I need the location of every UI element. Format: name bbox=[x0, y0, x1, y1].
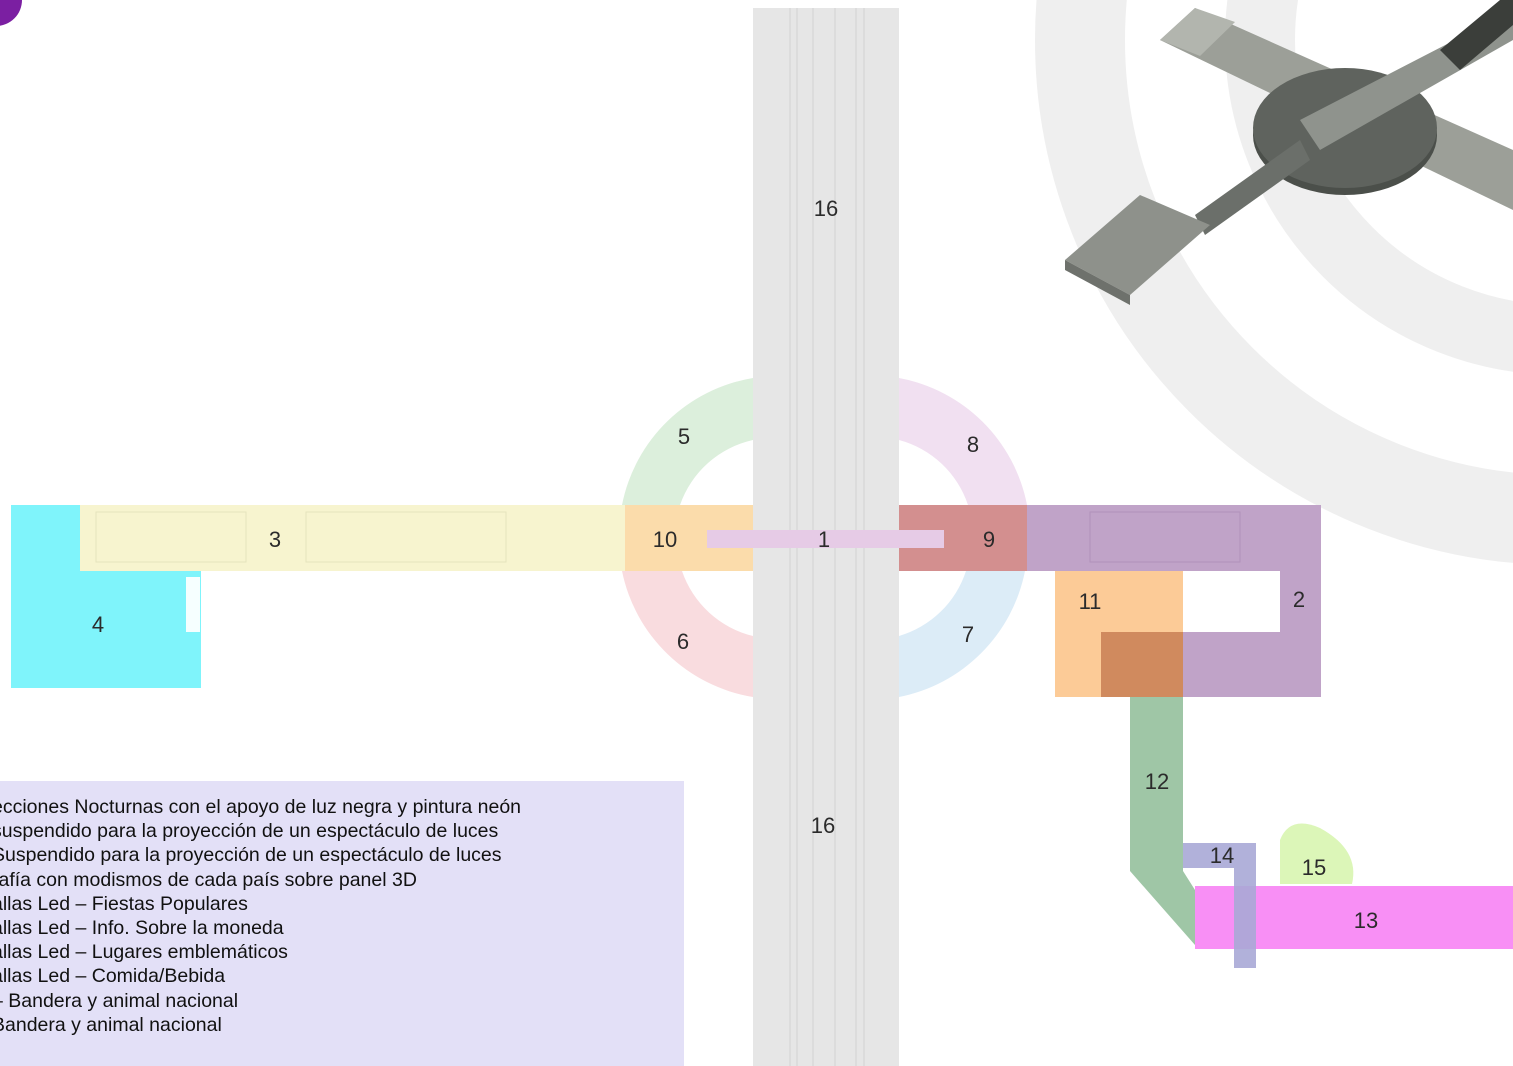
zone-label-15: 15 bbox=[1301, 855, 1327, 880]
zone-label-1: 1 bbox=[817, 527, 831, 552]
zone-15-room bbox=[1280, 823, 1354, 884]
legend-item: suspendido para la proyección de un espe… bbox=[0, 820, 499, 843]
zone-label-9: 9 bbox=[982, 527, 996, 552]
legend-item: ecciones Nocturnas con el apoyo de luz n… bbox=[0, 796, 522, 818]
legend-item: Bandera y animal nacional bbox=[0, 1013, 222, 1036]
zone-label-7: 7 bbox=[961, 622, 975, 647]
zone-label-10: 10 bbox=[652, 527, 678, 552]
zone-label-4: 4 bbox=[91, 612, 105, 637]
zone-1-bar bbox=[707, 530, 944, 548]
zone-label-2: 2 bbox=[1292, 587, 1306, 612]
zone-label-5: 5 bbox=[677, 424, 691, 449]
legend-item: Suspendido para la proyección de un espe… bbox=[0, 844, 502, 867]
legend-item: – Bandera y animal nacional bbox=[0, 989, 239, 1012]
zone-12-ramp bbox=[1130, 697, 1195, 945]
legend-list: ecciones Nocturnas con el apoyo de luz n… bbox=[0, 795, 521, 1037]
legend-item: rafía con modismos de cada país sobre pa… bbox=[0, 868, 417, 891]
zone-8-ring bbox=[899, 378, 1027, 505]
zone-6-ring bbox=[622, 571, 753, 697]
zone-label-13: 13 bbox=[1353, 908, 1379, 933]
legend-box: ecciones Nocturnas con el apoyo de luz n… bbox=[0, 781, 684, 1066]
zone-label-16-bottom: 16 bbox=[810, 813, 836, 838]
zone-14-room bbox=[1183, 843, 1256, 968]
legend-item: allas Led – Comida/Bebida bbox=[0, 965, 226, 988]
zone-4-room bbox=[11, 505, 201, 688]
3d-building-model bbox=[1065, 0, 1513, 305]
zone-3-corridor bbox=[80, 505, 625, 571]
zone-label-11: 11 bbox=[1078, 589, 1102, 614]
zone-label-12: 12 bbox=[1144, 769, 1170, 794]
zone-11-overlap bbox=[1101, 632, 1183, 697]
zone-7-ring bbox=[899, 571, 1025, 697]
zone-2-room bbox=[1027, 505, 1321, 697]
zone-5-ring bbox=[622, 378, 753, 505]
zone-label-16-top: 16 bbox=[813, 196, 839, 221]
legend-item: allas Led – Info. Sobre la moneda bbox=[0, 917, 284, 940]
zone-label-3: 3 bbox=[268, 527, 282, 552]
zone-label-8: 8 bbox=[966, 432, 980, 457]
zone-label-14: 14 bbox=[1209, 843, 1235, 868]
legend-item: allas Led – Lugares emblemáticos bbox=[0, 941, 288, 964]
zone-label-6: 6 bbox=[676, 629, 690, 654]
legend-item: allas Led – Fiestas Populares bbox=[0, 892, 248, 915]
